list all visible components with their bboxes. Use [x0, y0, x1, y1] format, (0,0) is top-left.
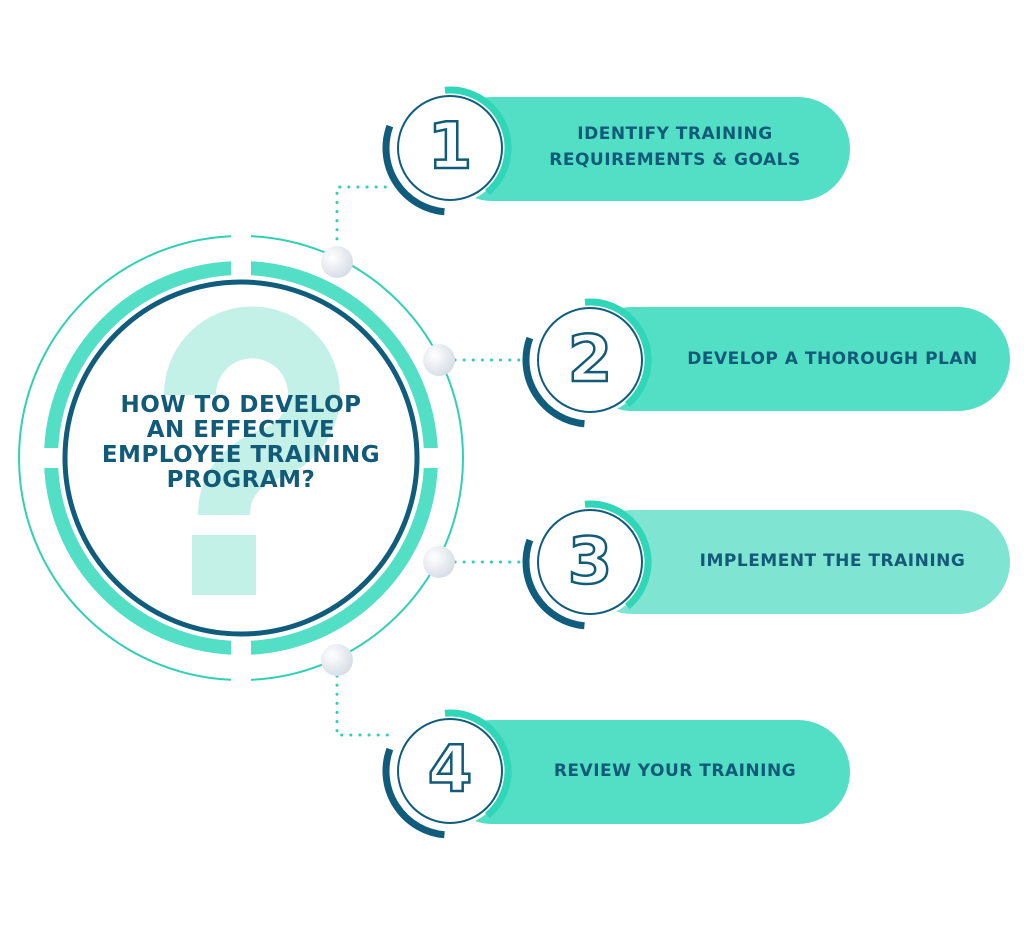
connector-lines	[335, 185, 522, 737]
title-line: AN EFFECTIVE	[146, 417, 336, 443]
step-1-pill	[440, 97, 850, 201]
step-1-badge-bg	[394, 92, 506, 204]
step-3-pill	[580, 510, 1010, 614]
step-2-navy-arc	[522, 336, 585, 428]
step-1-label: IDENTIFY TRAINING REQUIREMENTS & GOALS	[520, 121, 830, 173]
connector-dot-2	[423, 344, 455, 376]
step-3-navy-arc	[522, 538, 585, 630]
step-3-teal-arc	[584, 500, 652, 610]
title-line: HOW TO DEVELOP	[120, 392, 362, 418]
step-2-badge-bg	[534, 304, 646, 416]
step-3-number: 3	[566, 524, 613, 601]
step-2-number: 2	[566, 322, 613, 399]
label-line: REQUIREMENTS & GOALS	[549, 150, 801, 170]
step-3-label: IMPLEMENT THE TRAINING	[699, 551, 966, 571]
step-3-badge-ring	[537, 509, 643, 615]
step-4-badge-bg	[394, 715, 506, 827]
question-mark-hook	[163, 306, 340, 517]
connector-dot-1	[321, 246, 353, 278]
main-title: HOW TO DEVELOP AN EFFECTIVE EMPLOYEE TRA…	[60, 393, 422, 493]
connector-dot-4	[321, 644, 353, 676]
step-2-teal-arc	[584, 298, 652, 408]
label-line: IDENTIFY TRAINING	[577, 124, 773, 144]
step-4-teal-arc	[444, 709, 512, 819]
step-4-badge-ring	[397, 718, 503, 824]
step-1-badge-ring	[397, 95, 503, 201]
title-line: EMPLOYEE TRAINING	[101, 442, 381, 468]
step-2-pill	[580, 307, 1010, 411]
step-1-navy-arc	[382, 124, 445, 216]
connector-dot-3	[423, 546, 455, 578]
step-4-pill	[440, 720, 850, 824]
question-mark-dot	[192, 535, 256, 595]
step-4-number: 4	[426, 732, 473, 809]
step-2-badge-ring	[537, 307, 643, 413]
step-4-navy-arc	[382, 747, 445, 839]
title-line: PROGRAM?	[166, 467, 316, 493]
step-4-label: REVIEW YOUR TRAINING	[553, 761, 797, 781]
step-2-label: DEVELOP A THOROUGH PLAN	[687, 349, 978, 369]
step-3-badge-bg	[534, 506, 646, 618]
question-mark-watermark	[163, 306, 340, 595]
step-1-teal-arc	[444, 86, 512, 196]
step-1-number: 1	[426, 109, 473, 186]
